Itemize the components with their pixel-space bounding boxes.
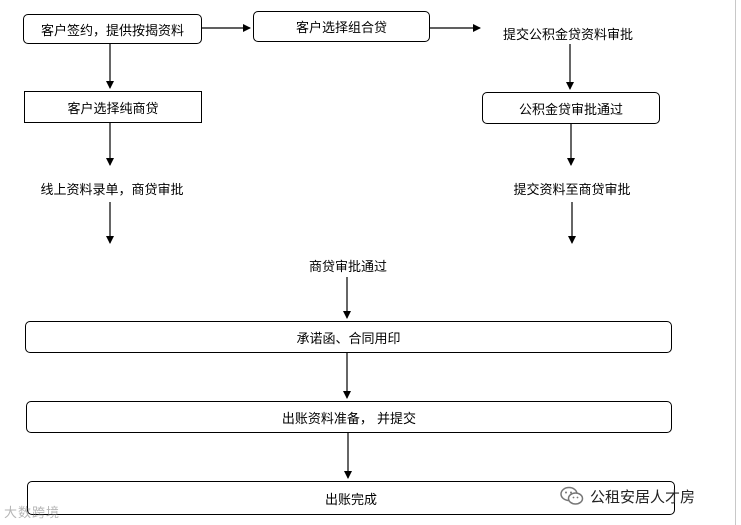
- node-sign: 客户签约，提供按揭资料: [23, 14, 202, 44]
- node-fund-approved: 公积金贷审批通过: [482, 92, 660, 124]
- node-combo: 客户选择组合贷: [253, 11, 430, 42]
- right-border: [735, 0, 736, 525]
- label-submit-commercial: 提交资料至商贷审批: [513, 183, 631, 198]
- watermark-left: 大数跨境: [4, 506, 61, 521]
- label-submit-fund: 提交公积金贷资料审批: [502, 28, 634, 43]
- node-commitment: 承诺函、合同用印: [25, 321, 672, 353]
- node-disbursement-prep: 出账资料准备， 并提交: [26, 401, 672, 433]
- watermark-right-text: 公租安居人才房: [590, 487, 696, 506]
- node-pure-commercial: 客户选择纯商贷: [24, 91, 202, 123]
- label-commercial-approved: 商贷审批通过: [308, 260, 388, 275]
- label-online-entry: 线上资料录单，商贷审批: [40, 183, 184, 198]
- watermark-right: 公租安居人才房: [560, 484, 695, 508]
- node-done: 出账完成: [27, 481, 675, 515]
- wechat-icon: [560, 486, 584, 505]
